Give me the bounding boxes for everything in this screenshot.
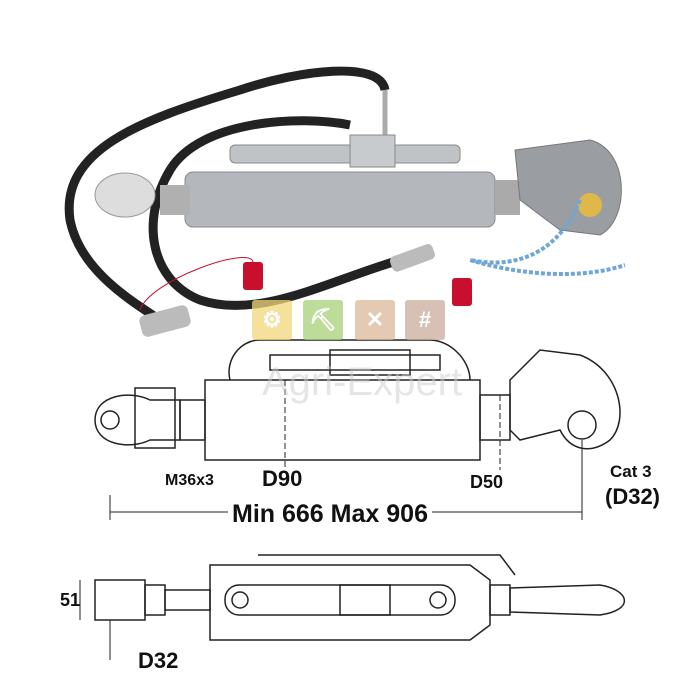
red-cap [243,262,263,290]
ball-pin-label: D32 [138,648,179,673]
ball-end [94,172,156,218]
chain [469,199,626,277]
quick-coupler [139,305,191,337]
rod-diameter-label: D50 [470,472,504,492]
thread-label: M36x3 [165,472,214,489]
red-cap [452,278,472,306]
wheelbarrow-icon: ⛏ [303,300,343,340]
top-view-drawing [79,554,626,660]
tools-icon: ✕ [355,300,395,340]
side-view-drawing [94,339,621,520]
hook-end [514,139,622,236]
pin-diameter-label: (D32) [605,484,661,509]
ball-width-label: 51 [60,590,81,610]
hose-2 [148,116,402,310]
valve-block [349,134,396,168]
fence-icon: # [405,300,445,340]
watermark-text: Agri-Expert [262,360,463,404]
length-range-label: Min 666 Max 906 [228,500,432,529]
category-label: Cat 3 [610,462,652,481]
hose-1 [64,66,390,324]
tractor-icon: ⚙ [252,300,292,340]
cylinder-body [184,171,496,228]
cylinder-diameter-label: D90 [262,466,303,491]
